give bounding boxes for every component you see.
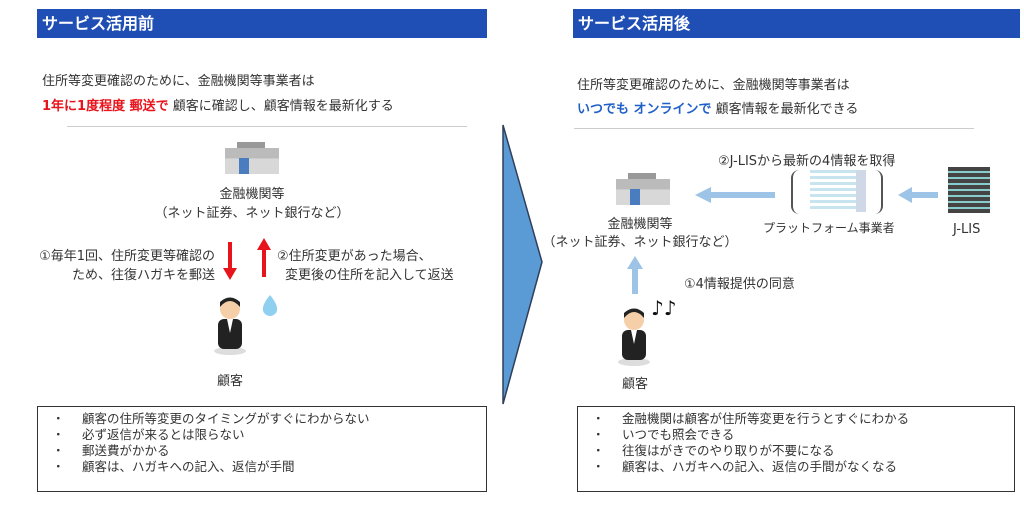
after-intro-line1: 住所等変更確認のために、金融機関等事業者は bbox=[577, 78, 850, 93]
before-institution: 金融機関等 bbox=[219, 187, 285, 202]
divider bbox=[574, 128, 974, 129]
before-intro-line2: 1年に1度程度 郵送で 顧客に確認し、顧客情報を最新化する bbox=[42, 95, 394, 114]
after-intro-line2: いつでも オンラインで 顧客情報を最新化できる bbox=[577, 98, 858, 117]
benefit-item: ・金融機関は顧客が住所等変更を行うとすぐにわかる bbox=[592, 411, 910, 426]
before-step2-line1: ②住所変更があった場合、 bbox=[277, 249, 432, 264]
before-institution-sub: （ネット証券、ネット銀行など） bbox=[154, 206, 350, 221]
benefit-item: ・いつでも照会できる bbox=[592, 427, 735, 442]
after-step2: ②J-LISから最新の4情報を取得 bbox=[718, 154, 896, 169]
down-arrow-icon bbox=[223, 242, 237, 280]
before-intro-rest: 顧客に確認し、顧客情報を最新化する bbox=[168, 99, 394, 114]
jlis-server-icon bbox=[948, 167, 990, 213]
benefit-item: ・顧客は、ハガキへの記入、返信の手間がなくなる bbox=[592, 459, 898, 474]
up-arrow-icon bbox=[257, 238, 271, 277]
after-step1: ①4情報提供の同意 bbox=[684, 277, 795, 292]
before-step1-line2: ため、往復ハガキを郵送 bbox=[71, 268, 215, 283]
after-intro-rest: 顧客情報を最新化できる bbox=[711, 102, 859, 117]
sweat-drop-icon bbox=[262, 295, 278, 316]
after-intro-highlight: いつでも オンラインで bbox=[577, 102, 712, 117]
after-platform: プラットフォーム事業者 bbox=[763, 221, 895, 235]
before-customer: 顧客 bbox=[216, 374, 243, 389]
before-header: サービス活用前 bbox=[37, 9, 487, 38]
issue-item: ・必ず返信が来るとは限らない bbox=[52, 427, 245, 442]
after-institution: 金融機関等 bbox=[607, 217, 673, 232]
after-header: サービス活用後 bbox=[573, 9, 1020, 38]
after-benefits-box: ・金融機関は顧客が住所等変更を行うとすぐにわかる ・いつでも照会できる ・往復は… bbox=[577, 406, 1015, 492]
before-intro-highlight: 1年に1度程度 郵送で bbox=[42, 99, 169, 114]
after-institution-sub: （ネット証券、ネット銀行など） bbox=[542, 235, 738, 250]
customer-person-icon bbox=[214, 297, 246, 355]
music-notes-icon: ♪♪ bbox=[651, 296, 677, 320]
before-step1-line1: ①毎年1回、住所変更等確認の bbox=[39, 249, 215, 264]
divider bbox=[67, 126, 467, 127]
bank-building-icon bbox=[225, 142, 279, 174]
issue-item: ・顧客は、ハガキへの記入、返信が手間 bbox=[52, 459, 295, 474]
before-issues-box: ・顧客の住所等変更のタイミングがすぐにわからない ・必ず返信が来るとは限らない … bbox=[37, 406, 487, 492]
up-arrow-icon bbox=[627, 256, 643, 294]
issue-item: ・郵送費がかかる bbox=[52, 443, 170, 458]
after-customer: 顧客 bbox=[621, 377, 648, 392]
before-intro-line1: 住所等変更確認のために、金融機関等事業者は bbox=[42, 74, 315, 89]
benefit-item: ・往復はがきでのやり取りが不要になる bbox=[592, 443, 835, 458]
left-arrow-icon bbox=[898, 187, 938, 203]
customer-person-icon bbox=[618, 308, 650, 366]
left-arrow-icon bbox=[695, 187, 775, 203]
platform-building-icon bbox=[810, 170, 866, 212]
after-jlis: J-LIS bbox=[953, 222, 981, 237]
issue-item: ・顧客の住所等変更のタイミングがすぐにわからない bbox=[52, 411, 370, 426]
transition-chevron-icon bbox=[502, 124, 543, 405]
bank-building-icon bbox=[616, 173, 670, 205]
before-step2-line2: 変更後の住所を記入して返送 bbox=[285, 268, 454, 283]
platform-bracket bbox=[791, 170, 883, 214]
